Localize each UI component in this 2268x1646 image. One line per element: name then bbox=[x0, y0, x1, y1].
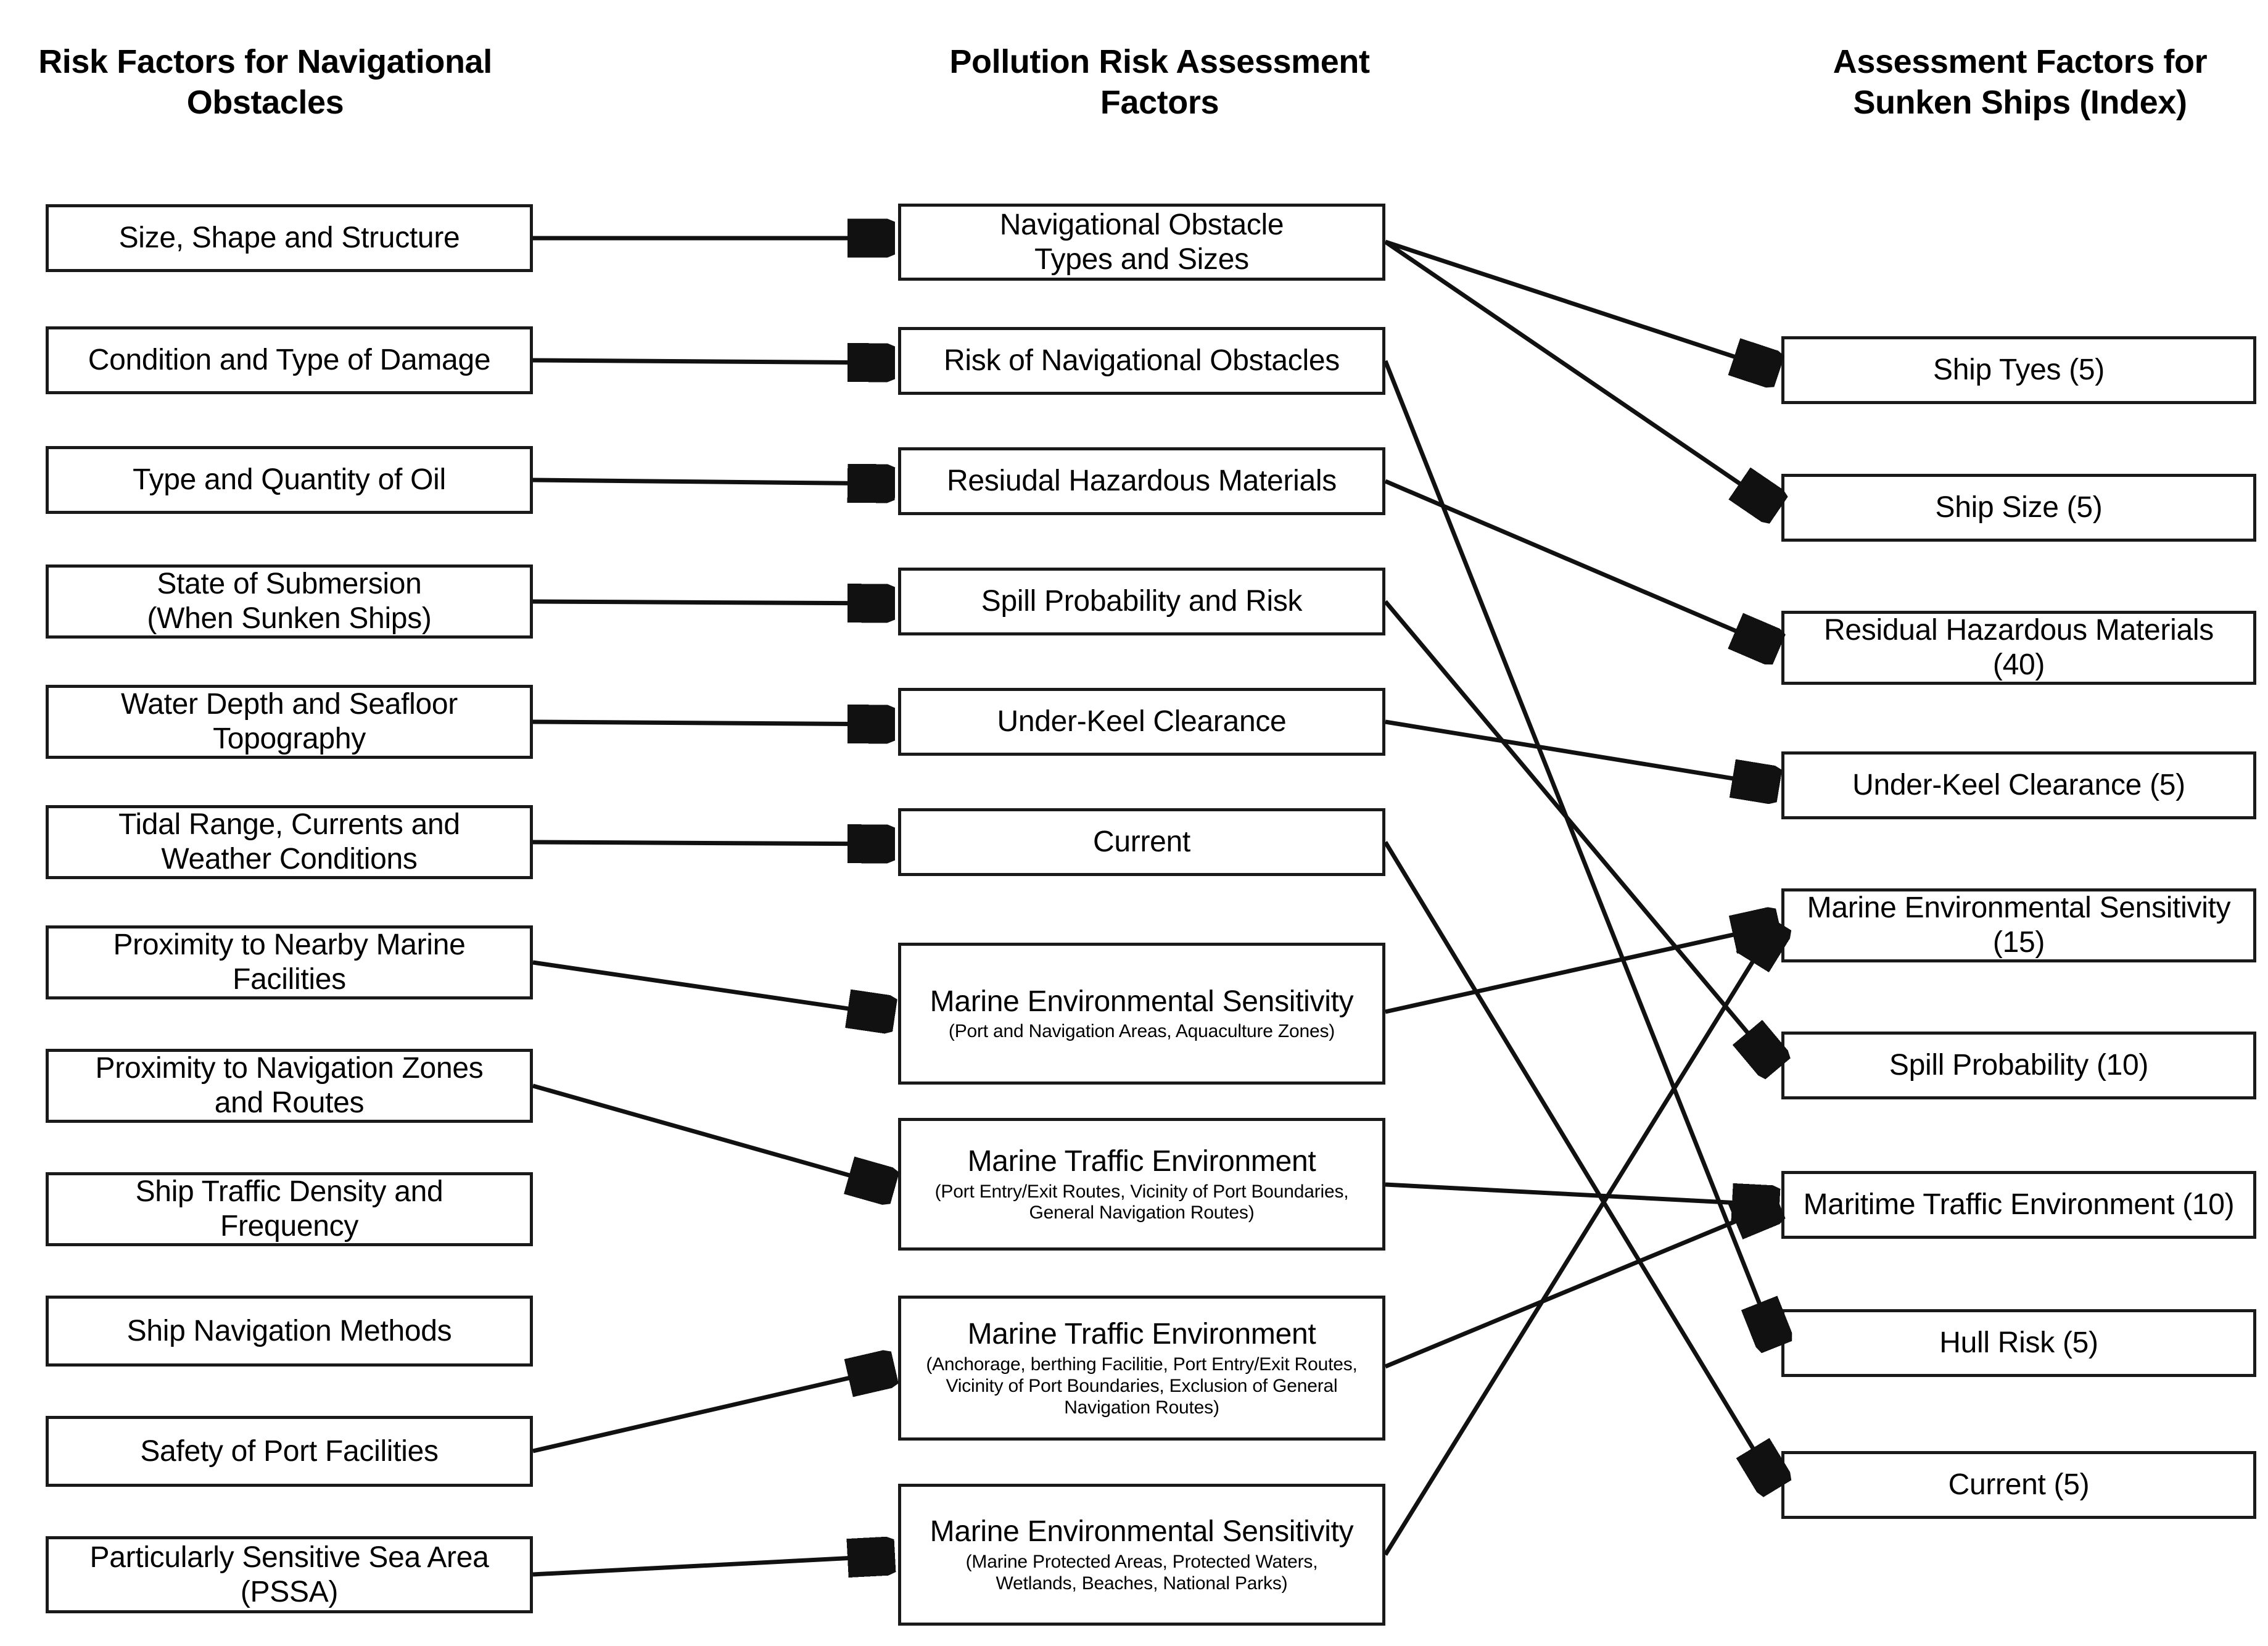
edge-navobstacle-to-shipsize bbox=[1384, 240, 1775, 508]
left-node-state-of-submersion[interactable]: State of Submersion (When Sunken Ships) bbox=[46, 565, 533, 639]
left-node-proximity-marine-facilities[interactable]: Proximity to Nearby Marine Facilities bbox=[46, 925, 533, 999]
edge-current-to-current5 bbox=[1383, 841, 1775, 1485]
node-label: Marine Environmental Sensitivity (15) bbox=[1807, 891, 2231, 959]
node-label: Type and Quantity of Oil bbox=[133, 463, 446, 497]
node-label: Ship Navigation Methods bbox=[126, 1314, 452, 1347]
middle-node-residual-hazardous-materials[interactable]: Resiudal Hazardous Materials bbox=[898, 447, 1385, 515]
node-label: Hull Risk (5) bbox=[1939, 1326, 2098, 1360]
node-label: Risk of Navigational Obstacles bbox=[944, 344, 1340, 378]
right-node-ship-size[interactable]: Ship Size (5) bbox=[1781, 474, 2256, 542]
edge-submersion-to-spill bbox=[532, 602, 891, 603]
edge-mes-protected-to-mes15 bbox=[1383, 925, 1775, 1556]
right-node-hull-risk[interactable]: Hull Risk (5) bbox=[1781, 1309, 2256, 1377]
edge-tidal-to-current bbox=[532, 842, 891, 844]
node-label: Size, Shape and Structure bbox=[118, 221, 460, 255]
edge-mte-anchorage-to-mte10 bbox=[1384, 1205, 1775, 1369]
node-label: Tidal Range, Currents and Weather Condit… bbox=[118, 808, 460, 875]
node-label: Proximity to Navigation Zones and Routes bbox=[95, 1052, 484, 1119]
middle-node-marine-traffic-environment-port-entry[interactable]: Marine Traffic Environment (Port Entry/E… bbox=[898, 1118, 1385, 1251]
node-label: Condition and Type of Damage bbox=[88, 344, 491, 377]
node-label: Maritime Traffic Environment (10) bbox=[1803, 1188, 2235, 1222]
middle-node-under-keel-clearance[interactable]: Under-Keel Clearance bbox=[898, 688, 1385, 756]
node-label: Resiudal Hazardous Materials bbox=[947, 465, 1337, 498]
left-node-tidal-range-currents[interactable]: Tidal Range, Currents and Weather Condit… bbox=[46, 805, 533, 879]
edge-ukc-to-ukc5 bbox=[1385, 719, 1775, 785]
node-label: Navigational Obstacle Types and Sizes bbox=[999, 208, 1284, 276]
middle-node-risk-of-navigational-obstacles[interactable]: Risk of Navigational Obstacles bbox=[898, 327, 1385, 395]
edge-mte-portentry-to-mte10 bbox=[1385, 1182, 1775, 1205]
left-node-safety-port-facilities[interactable]: Safety of Port Facilities bbox=[46, 1416, 533, 1487]
node-label: Current bbox=[1093, 825, 1190, 859]
node-label: Ship Size (5) bbox=[1935, 491, 2103, 524]
left-node-ship-navigation-methods[interactable]: Ship Navigation Methods bbox=[46, 1296, 533, 1367]
left-node-condition-type-damage[interactable]: Condition and Type of Damage bbox=[46, 326, 533, 394]
right-node-maritime-traffic-environment[interactable]: Maritime Traffic Environment (10) bbox=[1781, 1171, 2256, 1239]
node-label: Current (5) bbox=[1948, 1468, 2090, 1502]
middle-node-spill-probability-risk[interactable]: Spill Probability and Risk bbox=[898, 568, 1385, 635]
edge-pssa-to-mes-protected bbox=[532, 1556, 891, 1574]
edge-riskobstacle-to-hullrisk bbox=[1383, 360, 1775, 1343]
right-node-spill-probability[interactable]: Spill Probability (10) bbox=[1781, 1032, 2256, 1099]
right-node-ship-types[interactable]: Ship Tyes (5) bbox=[1781, 336, 2256, 404]
middle-node-navigational-obstacle-types-sizes[interactable]: Navigational Obstacle Types and Sizes bbox=[898, 204, 1385, 281]
node-label: Proximity to Nearby Marine Facilities bbox=[113, 928, 466, 996]
left-node-type-quantity-oil[interactable]: Type and Quantity of Oil bbox=[46, 446, 533, 514]
left-node-water-depth-seafloor[interactable]: Water Depth and Seafloor Topography bbox=[46, 685, 533, 759]
node-label: Under-Keel Clearance bbox=[997, 705, 1287, 738]
node-label: Water Depth and Seafloor Topography bbox=[121, 688, 458, 755]
edge-proximity-facilities-to-mes-port bbox=[532, 960, 891, 1015]
middle-node-marine-environmental-sensitivity-protected[interactable]: Marine Environmental Sensitivity (Marine… bbox=[898, 1484, 1385, 1626]
right-node-under-keel-clearance[interactable]: Under-Keel Clearance (5) bbox=[1781, 751, 2256, 819]
left-node-ship-traffic-density[interactable]: Ship Traffic Density and Frequency bbox=[46, 1172, 533, 1246]
right-node-residual-hazardous-materials[interactable]: Residual Hazardous Materials (40) bbox=[1781, 611, 2256, 685]
node-label: Marine Environmental Sensitivity bbox=[930, 985, 1354, 1018]
node-label: Under-Keel Clearance (5) bbox=[1852, 769, 2185, 802]
left-node-proximity-navigation-zones[interactable]: Proximity to Navigation Zones and Routes bbox=[46, 1049, 533, 1123]
node-label: Ship Traffic Density and Frequency bbox=[135, 1175, 443, 1243]
edge-safety-port-to-mte-anchorage bbox=[532, 1368, 891, 1454]
node-label: Marine Environmental Sensitivity bbox=[930, 1515, 1354, 1549]
left-node-size-shape-structure[interactable]: Size, Shape and Structure bbox=[46, 204, 533, 272]
node-label: Particularly Sensitive Sea Area (PSSA) bbox=[89, 1541, 489, 1608]
middle-node-marine-traffic-environment-anchorage[interactable]: Marine Traffic Environment (Anchorage, b… bbox=[898, 1296, 1385, 1441]
edges-left-to-middle bbox=[532, 238, 891, 1574]
edge-condition-to-riskobstacle bbox=[532, 360, 891, 363]
right-node-current[interactable]: Current (5) bbox=[1781, 1451, 2256, 1519]
node-label: Safety of Port Facilities bbox=[140, 1434, 439, 1468]
column-heading-right: Assessment Factors for Sunken Ships (Ind… bbox=[1833, 43, 2208, 121]
edge-navobstacle-to-shiptypes bbox=[1384, 239, 1775, 370]
edge-residual-to-residual40 bbox=[1384, 479, 1775, 648]
edge-depth-to-ukc bbox=[532, 722, 891, 724]
node-label: Residual Hazardous Materials (40) bbox=[1824, 614, 2214, 681]
edge-mes-port-to-mes15 bbox=[1385, 925, 1775, 1014]
column-heading-middle: Pollution Risk Assessment Factors bbox=[949, 43, 1370, 121]
left-node-pssa[interactable]: Particularly Sensitive Sea Area (PSSA) bbox=[46, 1536, 533, 1613]
node-label: Marine Traffic Environment bbox=[967, 1144, 1316, 1178]
node-label: Spill Probability and Risk bbox=[981, 585, 1303, 618]
node-sublabel: (Port Entry/Exit Routes, Vicinity of Por… bbox=[934, 1181, 1349, 1223]
node-sublabel: (Port and Navigation Areas, Aquaculture … bbox=[948, 1021, 1335, 1042]
edge-proximity-zones-to-mte-portentry bbox=[532, 1083, 891, 1187]
column-heading-left: Risk Factors for Navigational Obstacles bbox=[38, 43, 492, 121]
edge-spill-to-spill10 bbox=[1383, 600, 1775, 1065]
node-label: State of Submersion (When Sunken Ships) bbox=[147, 568, 432, 635]
right-node-marine-environmental-sensitivity[interactable]: Marine Environmental Sensitivity (15) bbox=[1781, 888, 2256, 962]
node-sublabel: (Marine Protected Areas, Protected Water… bbox=[965, 1552, 1318, 1594]
edge-oil-to-residual bbox=[532, 480, 891, 484]
node-label: Ship Tyes (5) bbox=[1932, 354, 2105, 387]
node-label: Spill Probability (10) bbox=[1889, 1049, 2149, 1082]
middle-node-current[interactable]: Current bbox=[898, 808, 1385, 876]
node-label: Marine Traffic Environment bbox=[967, 1318, 1316, 1351]
middle-node-marine-environmental-sensitivity-port[interactable]: Marine Environmental Sensitivity (Port a… bbox=[898, 943, 1385, 1085]
edges-middle-to-right bbox=[1383, 239, 1775, 1556]
node-sublabel: (Anchorage, berthing Facilitie, Port Ent… bbox=[926, 1354, 1358, 1418]
